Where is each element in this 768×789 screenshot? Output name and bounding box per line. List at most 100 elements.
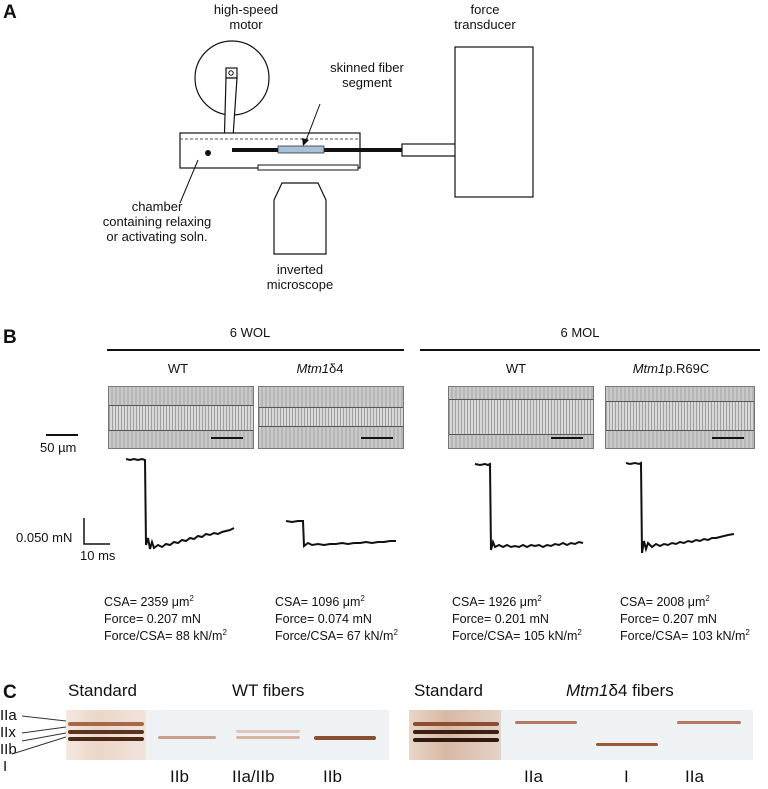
isoform-iia: IIa (0, 707, 17, 724)
chamber-label-line2: containing relaxing (102, 214, 212, 229)
band (677, 721, 741, 724)
motor-label-line2: motor (229, 17, 263, 32)
result-ratio: Force/CSA= 105 kN/m2 (452, 627, 582, 643)
isoform-iib: IIb (0, 741, 17, 758)
microscope-icon (273, 182, 327, 255)
panel-a-letter: A (3, 2, 17, 23)
band (314, 736, 376, 740)
micrograph-scale-bar (361, 437, 393, 439)
results-col1: CSA= 2359 μm2 Force= 0.207 mN Force/CSA=… (104, 594, 264, 645)
result-csa: CSA= 2359 μm2 (104, 593, 194, 609)
fiber-pointer (304, 103, 321, 144)
mtm-fibers-rest: δ4 fibers (608, 681, 674, 700)
result-force: Force= 0.074 mN (275, 612, 372, 626)
band (68, 737, 144, 741)
transducer-label-line1: force (470, 2, 500, 17)
motor-label-line1: high-speed (213, 2, 279, 17)
force-trace-1 (125, 457, 235, 550)
panel-c-letter: C (3, 682, 17, 703)
microscope-label: inverted microscope (250, 262, 350, 292)
col4-label-rest: p.R69C (665, 361, 710, 376)
result-force: Force= 0.207 mN (620, 612, 717, 626)
micrograph-1 (108, 386, 254, 449)
force-scale-label: 0.050 mN (16, 530, 73, 545)
chamber-pointer (179, 159, 199, 204)
band (413, 730, 499, 734)
apparatus-diagram (179, 40, 534, 255)
transducer-label: force transducer (440, 2, 530, 32)
motor-pin (228, 70, 234, 76)
col2-label-italic: Mtm1 (296, 361, 330, 376)
col2-label-rest: δ4 (329, 361, 344, 376)
force-trace-2 (285, 520, 396, 548)
results-col3: CSA= 1926 μm2 Force= 0.201 mN Force/CSA=… (452, 594, 617, 645)
col1-label: WT (167, 361, 189, 376)
chamber-label: chamber containing relaxing or activatin… (92, 199, 222, 244)
chamber-label-line1: chamber (131, 199, 183, 214)
band (413, 722, 499, 726)
group-mol-rule (420, 349, 760, 351)
band (236, 730, 300, 733)
isoform-i: I (3, 758, 8, 775)
gel-left (66, 710, 389, 760)
micrograph-scale-bar (551, 437, 583, 439)
fiber-segment (277, 145, 325, 154)
gel-right (409, 710, 753, 760)
col2-label: Mtm1δ4 (275, 361, 365, 376)
right-standard-label: Standard (414, 681, 483, 700)
microscope-label-line2: microscope (266, 277, 334, 292)
result-ratio: Force/CSA= 88 kN/m2 (104, 627, 227, 643)
microscope-label-line1: inverted (276, 262, 324, 277)
micrograph-4 (605, 386, 755, 449)
mtm-fibers-label: Mtm1δ4 fibers (566, 681, 674, 701)
group-wol-rule (107, 349, 404, 351)
transducer-box (454, 46, 534, 198)
results-col2: CSA= 1096 μm2 Force= 0.074 mN Force/CSA=… (275, 594, 440, 645)
isoform-iix: IIx (0, 724, 16, 741)
left-standard-label: Standard (68, 681, 137, 700)
band (68, 730, 144, 734)
time-scale-label: 10 ms (80, 548, 116, 563)
chamber-window (257, 164, 359, 171)
band (515, 721, 577, 724)
fiber-arrowhead (302, 138, 309, 146)
wt-lane-3: IIb (323, 767, 342, 786)
result-force: Force= 0.201 mN (452, 612, 549, 626)
micrograph-scale-bar (211, 437, 243, 439)
band (236, 736, 300, 739)
col3-label: WT (505, 361, 527, 376)
chamber-dot (205, 150, 211, 156)
result-ratio: Force/CSA= 103 kN/m2 (620, 627, 750, 643)
force-trace-4 (625, 461, 735, 554)
um-scale-bar (46, 434, 78, 436)
force-traces (83, 457, 735, 554)
wt-fibers-label: WT fibers (232, 681, 305, 700)
force-time-scale-bar (83, 518, 110, 545)
fiber-label-line2: segment (342, 75, 392, 90)
results-col4: CSA= 2008 μm2 Force= 0.207 mN Force/CSA=… (620, 594, 768, 645)
mtm-fibers-italic: Mtm1 (566, 681, 609, 700)
transducer-rod (401, 143, 457, 157)
transducer-label-line2: transducer (454, 17, 516, 32)
wt-lane-1: IIb (170, 767, 189, 786)
micrograph-2 (258, 386, 404, 449)
col4-label-italic: Mtm1 (632, 361, 666, 376)
micrograph-scale-bar (712, 437, 744, 439)
standard-lane-left (66, 710, 146, 760)
isoform-leader-lines (11, 715, 67, 755)
group-wol-label: 6 WOL (229, 325, 271, 340)
result-csa: CSA= 1926 μm2 (452, 593, 542, 609)
panel-b-letter: B (3, 327, 17, 348)
chamber-label-line3: or activating soln. (106, 229, 208, 244)
um-scale-label: 50 µm (40, 440, 77, 455)
band (158, 736, 216, 739)
mtm-lane-2: I (624, 767, 629, 786)
wt-lane-2: IIa/IIb (232, 767, 275, 786)
result-ratio: Force/CSA= 67 kN/m2 (275, 627, 398, 643)
micrograph-3 (448, 386, 594, 449)
result-force: Force= 0.207 mN (104, 612, 201, 626)
motor-label: high-speed motor (196, 2, 296, 32)
fiber-label-line1: skinned fiber (330, 60, 404, 75)
band (596, 743, 658, 746)
standard-lane-right (409, 710, 501, 760)
